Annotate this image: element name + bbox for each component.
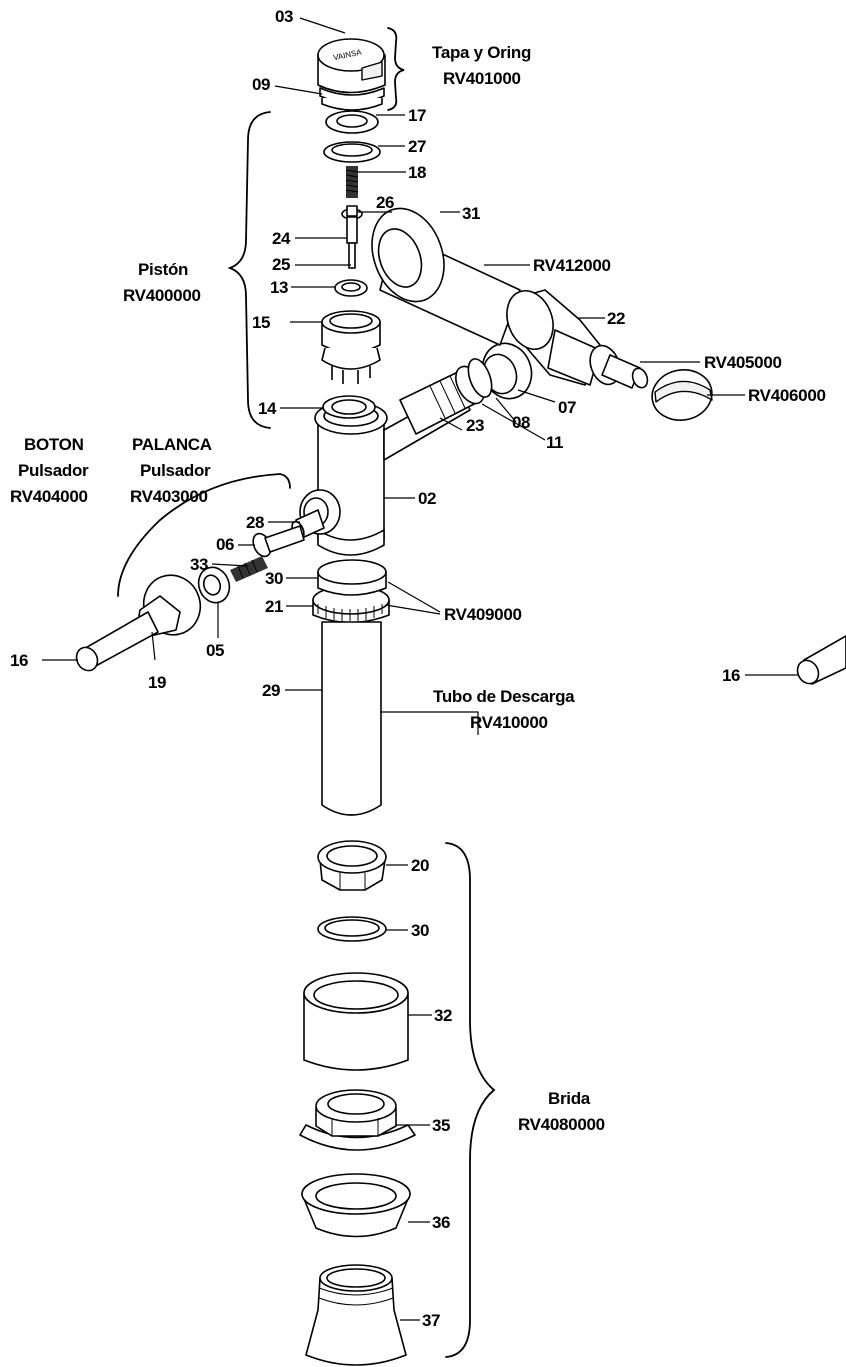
ring-part-17 — [325, 110, 379, 134]
brace-tapa — [387, 27, 405, 111]
cap-part-03: VAINSA — [317, 38, 386, 94]
label-33: 33 — [190, 555, 208, 574]
brace-brida — [445, 842, 496, 1358]
label-05: 05 — [206, 641, 224, 660]
label-21: 21 — [265, 597, 283, 616]
label-02: 02 — [418, 489, 436, 508]
code-rv405000: RV405000 — [704, 353, 782, 372]
brace-handle — [117, 473, 291, 597]
group-tapa-line1: Tapa y Oring — [432, 43, 531, 62]
label-24: 24 — [272, 229, 291, 248]
brace-piston — [227, 111, 271, 429]
stem-part-24 — [341, 205, 363, 269]
label-31: 31 — [462, 204, 480, 223]
label-36: 36 — [432, 1213, 450, 1232]
group-boton-line3: RV404000 — [10, 487, 88, 506]
group-brida-line1: Brida — [548, 1089, 591, 1108]
ring-part-36 — [301, 1173, 411, 1238]
sleeve-part-32 — [303, 972, 409, 1071]
discharge-tube-part-29 — [321, 621, 382, 816]
label-20: 20 — [411, 856, 429, 875]
label-22: 22 — [607, 309, 625, 328]
oring-part-09 — [319, 87, 385, 111]
ring-part-27 — [323, 141, 381, 163]
nut-part-07 — [467, 342, 533, 400]
label-19: 19 — [148, 673, 166, 692]
fitting-part-rv405000 — [589, 344, 649, 389]
pipe-part-rv412000 — [371, 207, 601, 386]
label-18: 18 — [408, 163, 426, 182]
code-rv409000: RV409000 — [444, 605, 522, 624]
label-11: 11 — [546, 433, 563, 452]
group-palanca-line1: PALANCA — [132, 435, 212, 454]
label-09: 09 — [252, 75, 270, 94]
label-23: 23 — [466, 416, 484, 435]
label-32: 32 — [434, 1006, 452, 1025]
ring-part-14 — [322, 395, 376, 419]
label-08: 08 — [512, 413, 530, 432]
label-26: 26 — [376, 193, 394, 212]
nut-part-35 — [299, 1089, 416, 1151]
label-06: 06 — [216, 535, 234, 554]
spring-part-33 — [230, 556, 268, 582]
leader-lines — [42, 17, 798, 1321]
group-palanca-line3: RV403000 — [130, 487, 208, 506]
label-16-right: 16 — [722, 666, 740, 685]
label-30-brida: 30 — [411, 921, 429, 940]
label-13: 13 — [270, 278, 288, 297]
group-tubo-line2: RV410000 — [470, 713, 548, 732]
label-07: 07 — [558, 398, 576, 417]
label-17: 17 — [408, 106, 426, 125]
label-16-left: 16 — [10, 651, 28, 670]
label-03: 03 — [275, 7, 293, 26]
group-tapa-line2: RV401000 — [443, 69, 521, 88]
ring-part-30 — [317, 559, 387, 596]
spring-part-18 — [345, 166, 359, 198]
group-tubo-line1: Tubo de Descarga — [433, 687, 575, 706]
lever-part-16-alt — [796, 635, 846, 685]
code-rv406000: RV406000 — [748, 386, 826, 405]
nut-part-20 — [317, 840, 387, 891]
piston-part-15 — [321, 310, 381, 384]
group-boton-line2: Pulsador — [18, 461, 89, 480]
cone-part-37 — [305, 1264, 407, 1366]
group-piston-line1: Pistón — [138, 260, 188, 279]
label-30: 30 — [265, 569, 283, 588]
ring-part-30-brida — [317, 916, 387, 942]
label-37: 37 — [422, 1311, 440, 1330]
bushing-part-05 — [197, 566, 231, 604]
label-14: 14 — [258, 399, 277, 418]
group-boton-line1: BOTON — [24, 435, 84, 454]
group-brida-line2: RV4080000 — [518, 1115, 605, 1134]
cap-part-rv406000 — [651, 369, 713, 421]
plunger-part-06 — [252, 525, 305, 558]
ring-part-13 — [334, 279, 368, 297]
code-rv412000: RV412000 — [533, 256, 611, 275]
label-25: 25 — [272, 255, 290, 274]
label-28: 28 — [246, 513, 264, 532]
label-15: 15 — [252, 313, 270, 332]
label-35: 35 — [432, 1116, 450, 1135]
group-palanca-line2: Pulsador — [140, 461, 211, 480]
label-27: 27 — [408, 137, 426, 156]
group-piston-line2: RV400000 — [123, 286, 201, 305]
label-29: 29 — [262, 681, 280, 700]
lever-part-16 — [75, 611, 159, 672]
